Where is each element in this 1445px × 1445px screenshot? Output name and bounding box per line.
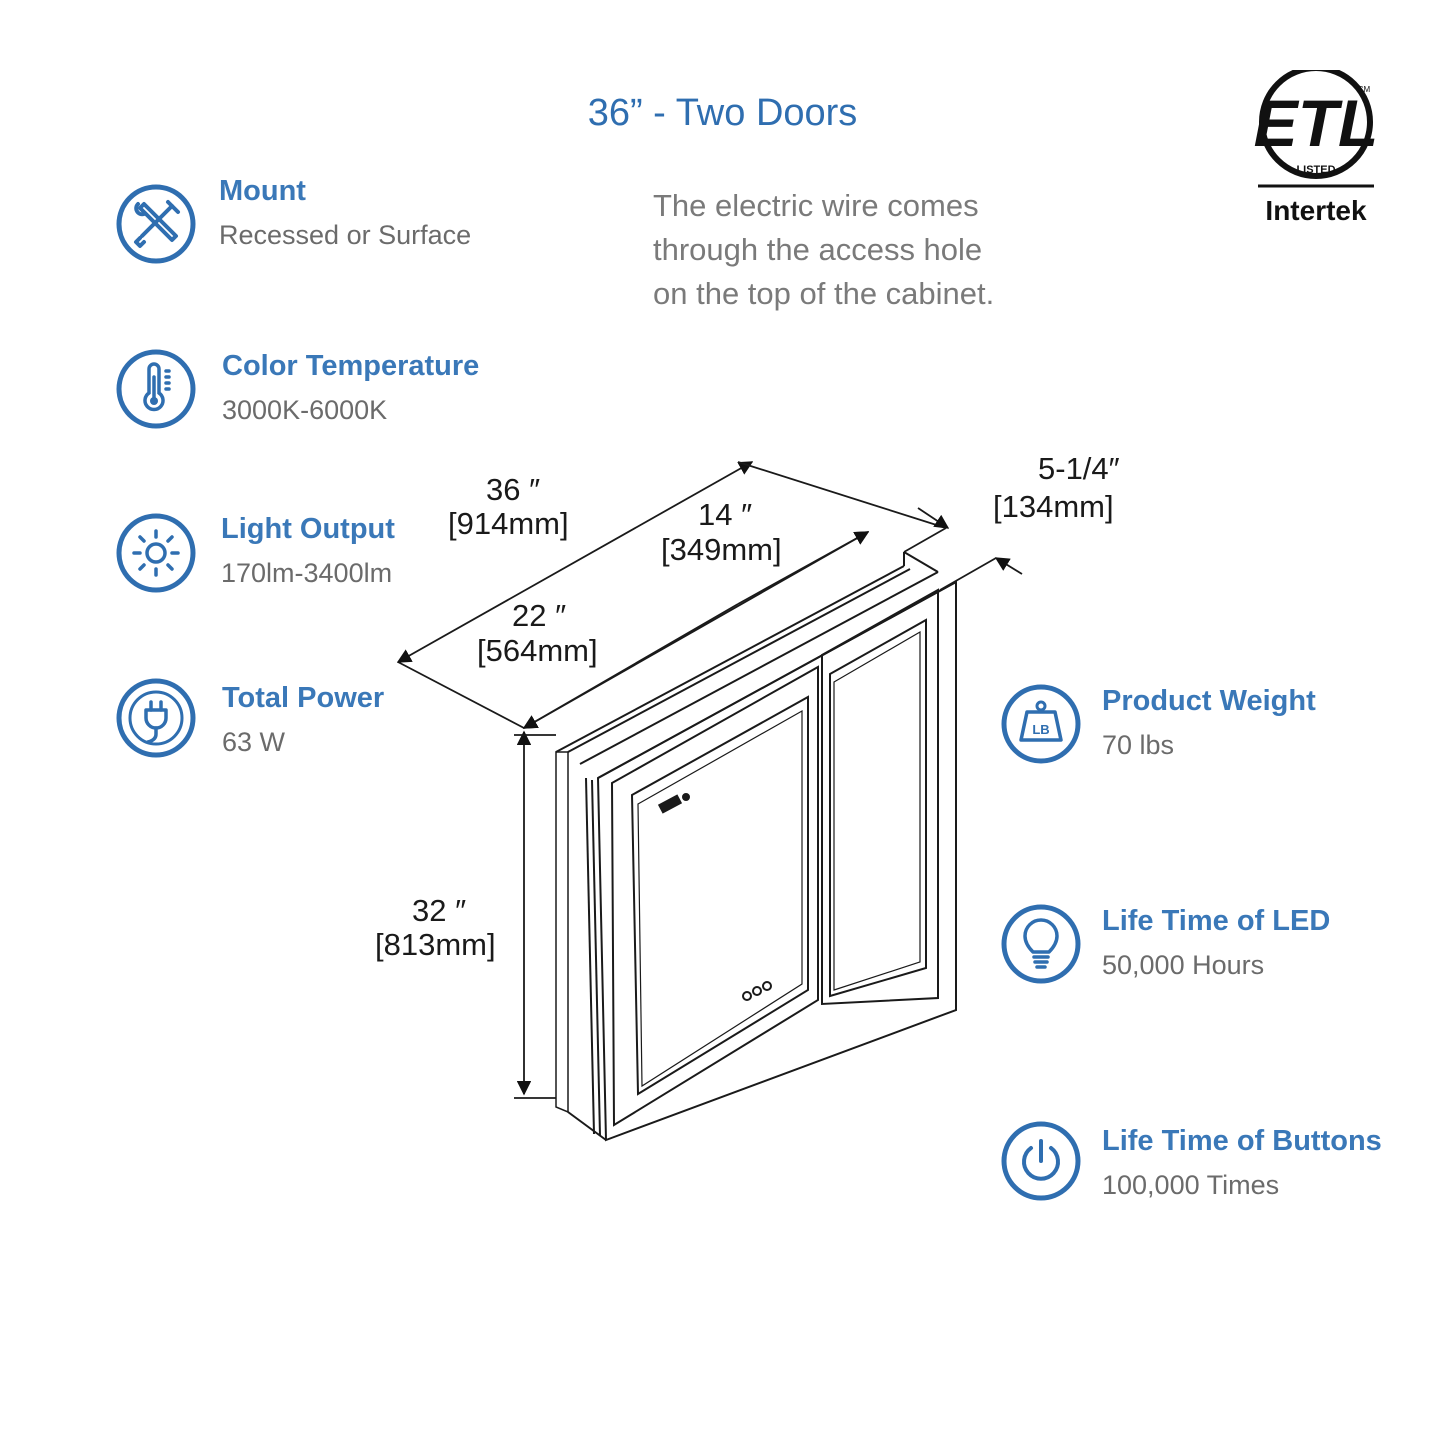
spec-label-product-weight: Product Weight bbox=[1102, 685, 1316, 717]
svg-text:CM: CM bbox=[1358, 85, 1371, 94]
wire-note-line: through the access hole bbox=[653, 232, 983, 267]
dim-depth-metric: [134mm] bbox=[993, 489, 1114, 524]
weight-icon: LB bbox=[1001, 684, 1081, 764]
spec-label-led-lifetime: Life Time of LED bbox=[1102, 905, 1331, 937]
wire-note-line: on the top of the cabinet. bbox=[653, 276, 995, 311]
dim-depth-imperial: 5-1/4″ bbox=[1038, 451, 1120, 486]
spec-value-total-power: 63 W bbox=[222, 727, 286, 757]
spec-label-total-power: Total Power bbox=[222, 682, 385, 714]
spec-label-light-output: Light Output bbox=[221, 513, 395, 545]
dim-door-right-imperial: 14 ″ bbox=[698, 497, 752, 532]
dimension-lines bbox=[396, 461, 1023, 1099]
dim-door-left-imperial: 22 ″ bbox=[512, 598, 566, 633]
spec-label-mount: Mount bbox=[219, 175, 306, 207]
dim-door-left-metric: [564mm] bbox=[477, 633, 598, 668]
svg-text:LB: LB bbox=[1032, 722, 1049, 737]
spec-value-mount: Recessed or Surface bbox=[219, 220, 472, 250]
plug-icon bbox=[116, 678, 196, 758]
spec-label-color-temperature: Color Temperature bbox=[222, 350, 480, 382]
cabinet-drawing bbox=[555, 551, 957, 1142]
dim-door-right-metric: [349mm] bbox=[661, 532, 782, 567]
spec-label-button-lifetime: Life Time of Buttons bbox=[1102, 1125, 1382, 1157]
svg-text:ETL: ETL bbox=[1254, 86, 1379, 160]
thermometer-icon bbox=[116, 349, 196, 429]
power-icon bbox=[1001, 1121, 1081, 1201]
wire-note-line: The electric wire comes bbox=[653, 188, 979, 223]
tools-icon bbox=[116, 184, 196, 264]
spec-value-led-lifetime: 50,000 Hours bbox=[1102, 950, 1265, 980]
dim-height-metric: [813mm] bbox=[375, 927, 496, 962]
sun-icon bbox=[116, 513, 196, 593]
dim-width-imperial: 36 ″ bbox=[486, 472, 540, 507]
dim-height-imperial: 32 ″ bbox=[412, 893, 466, 928]
spec-value-product-weight: 70 lbs bbox=[1102, 730, 1175, 760]
spec-value-button-lifetime: 100,000 Times bbox=[1102, 1170, 1280, 1200]
bulb-icon bbox=[1001, 904, 1081, 984]
spec-value-color-temperature: 3000K-6000K bbox=[222, 395, 388, 425]
dim-width-metric: [914mm] bbox=[448, 506, 569, 541]
svg-text:LISTED: LISTED bbox=[1296, 164, 1335, 176]
wire-note: The electric wire comes through the acce… bbox=[653, 184, 994, 316]
spec-value-light-output: 170lm-3400lm bbox=[221, 558, 393, 588]
intertek-brand: Intertek bbox=[1265, 195, 1367, 226]
page-title: 36” - Two Doors bbox=[587, 92, 858, 134]
